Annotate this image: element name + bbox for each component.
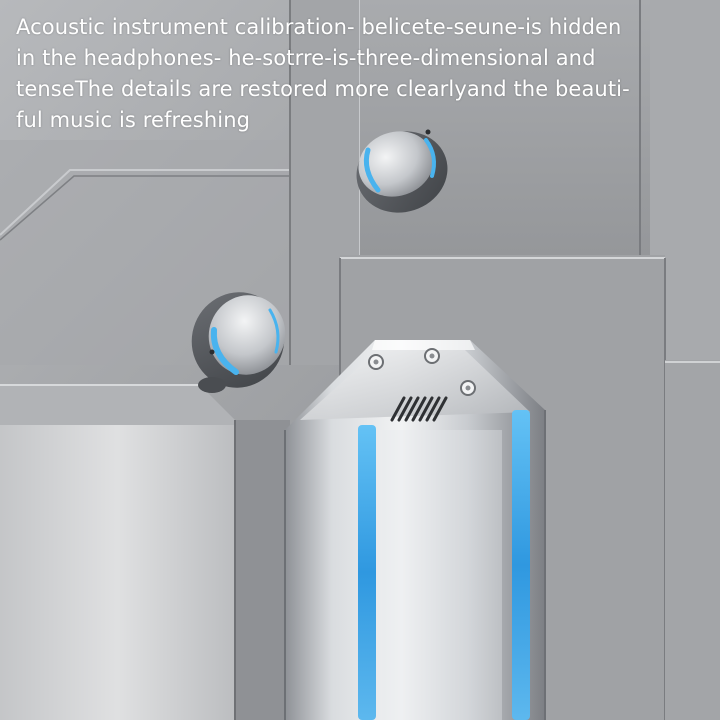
earbud-icon xyxy=(356,129,448,213)
caption-line: Acoustic instrument calibration- belicet… xyxy=(16,15,622,39)
earbud-icon xyxy=(191,292,286,393)
caption-line: in the headphones- he-sotrre-is-three-di… xyxy=(16,46,596,70)
charging-case-icon xyxy=(284,340,546,720)
caption-line: ful music is refreshing xyxy=(16,108,251,132)
product-caption: Acoustic instrument calibration- belicet… xyxy=(16,12,636,136)
caption-line: tenseThe details are restored more clear… xyxy=(16,77,630,101)
